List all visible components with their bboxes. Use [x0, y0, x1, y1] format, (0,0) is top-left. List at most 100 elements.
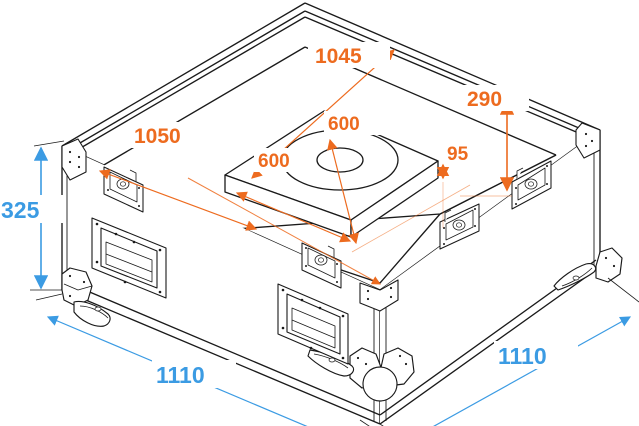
rim-inner-back-left [67, 10, 306, 151]
latch-rivet [138, 187, 140, 189]
ball-corner-group [61, 122, 601, 312]
dimension-labels: 1045 1050 290 600 600 95 325 1110 1110 [0, 42, 578, 388]
castor-wheel-right [553, 247, 623, 291]
latch-rivet [474, 208, 476, 210]
rim-edge-back-right [304, 2, 601, 131]
latch-rivet [336, 263, 338, 265]
handle-rivet [318, 306, 322, 310]
castor-wheel-ball-front [362, 366, 398, 402]
label-bg-600-a [324, 111, 386, 135]
castor-axle-right [572, 275, 580, 281]
recessed-handle-1 [91, 217, 167, 299]
corner-rivet [68, 160, 72, 164]
latch-hasp-2 [327, 245, 335, 258]
corner-rivet [584, 132, 588, 136]
castor-rivet [612, 264, 616, 268]
label-bg-325 [0, 195, 66, 223]
dimension-label-95: 95 [447, 144, 469, 165]
latch-rivet [138, 205, 140, 207]
latch-rivet [336, 281, 338, 283]
label-bg-1050 [128, 122, 210, 148]
castor-rivet [356, 356, 360, 360]
dim-line-600-a [327, 138, 359, 245]
handle-rivet [300, 298, 304, 302]
corner-rivet [68, 150, 72, 154]
latch-rivet [474, 225, 476, 227]
handle-rivet [114, 232, 118, 236]
dim-ext-insert [351, 184, 471, 253]
castor-rivet [68, 294, 72, 298]
label-bg-1045 [308, 42, 390, 68]
rim-inner-back-right [304, 10, 594, 135]
handle-rivet [123, 280, 127, 284]
castor-rivet [404, 362, 408, 366]
handle-rivet [158, 248, 162, 252]
ball-corner-top-left [61, 138, 87, 181]
castor-mount-fold [63, 283, 93, 291]
latch-cam-inner-1 [120, 181, 126, 187]
handle-rivet [95, 260, 99, 264]
dimension-label-1045: 1045 [315, 45, 362, 68]
butterfly-latch-2 [301, 242, 342, 289]
dimension-label-1110-depth: 1110 [498, 343, 547, 369]
handle-rivet [158, 290, 162, 294]
latch-rivet [107, 189, 109, 191]
latch-hasp-4 [516, 167, 524, 180]
dimension-label-1050: 1050 [134, 125, 181, 148]
dim-ext-325-top [33, 140, 65, 147]
handle-rivet [309, 346, 313, 350]
latch-rivet [515, 203, 517, 205]
castor-rivet [364, 362, 368, 366]
corner-rivet [389, 286, 393, 290]
latch-rivet [546, 165, 548, 167]
corner-rivet [77, 165, 81, 169]
latch-cam-inner-2 [318, 257, 324, 263]
handle-rivet [341, 356, 345, 360]
handle-rivet [281, 288, 285, 292]
latch-hasp-3 [444, 209, 452, 222]
corner-rivet [366, 289, 370, 293]
latch-cam-inner-4 [528, 181, 534, 187]
dimension-label-600-depth: 600 [258, 151, 290, 172]
handle-rivet [95, 222, 99, 226]
butterfly-latch-3 [439, 203, 480, 250]
rim-inner2-back-right [304, 16, 589, 138]
castor-mount-right [595, 247, 623, 283]
dim-line-600-b [235, 191, 352, 243]
label-bg-290 [463, 85, 529, 111]
latch-rivet [515, 187, 517, 189]
corner-rivet [366, 297, 370, 301]
rim-inner2-back-left [71, 16, 306, 154]
rim-edge-back-left [61, 2, 306, 147]
latch-rivet [305, 265, 307, 267]
orange-dimension-group [98, 49, 515, 285]
dim-line-1050 [98, 169, 258, 231]
dim-ext-1110-left-a [35, 293, 63, 301]
latch-rivet [305, 247, 307, 249]
dimension-label-290: 290 [467, 88, 502, 111]
handle-rivet [341, 314, 345, 318]
dimension-label-600-width: 600 [328, 114, 360, 135]
label-bg-1110-right [494, 341, 578, 369]
castor-axle-left [94, 306, 102, 312]
label-bg-95 [444, 141, 488, 165]
ball-corner-right-top [575, 122, 601, 159]
corner-rivet [77, 155, 81, 159]
latch-rivet [443, 227, 445, 229]
dim-line-1110-right [391, 316, 632, 426]
dim-ext-1110-left-b [359, 419, 370, 426]
castor-rivet [398, 354, 402, 358]
butterfly-latch-4 [511, 160, 552, 210]
latch-rivet [443, 243, 445, 245]
castor-rivet [68, 274, 72, 278]
latch-rivet [107, 171, 109, 173]
label-bg-1110-left [152, 360, 236, 388]
dimension-label-325: 325 [1, 197, 40, 223]
handle-grip-1 [105, 241, 153, 283]
handle-rivet [132, 240, 136, 244]
dim-ext-1110-right-a [607, 277, 639, 303]
dimension-label-1110-width: 1110 [156, 362, 205, 388]
handle-bar-1 [105, 253, 153, 273]
